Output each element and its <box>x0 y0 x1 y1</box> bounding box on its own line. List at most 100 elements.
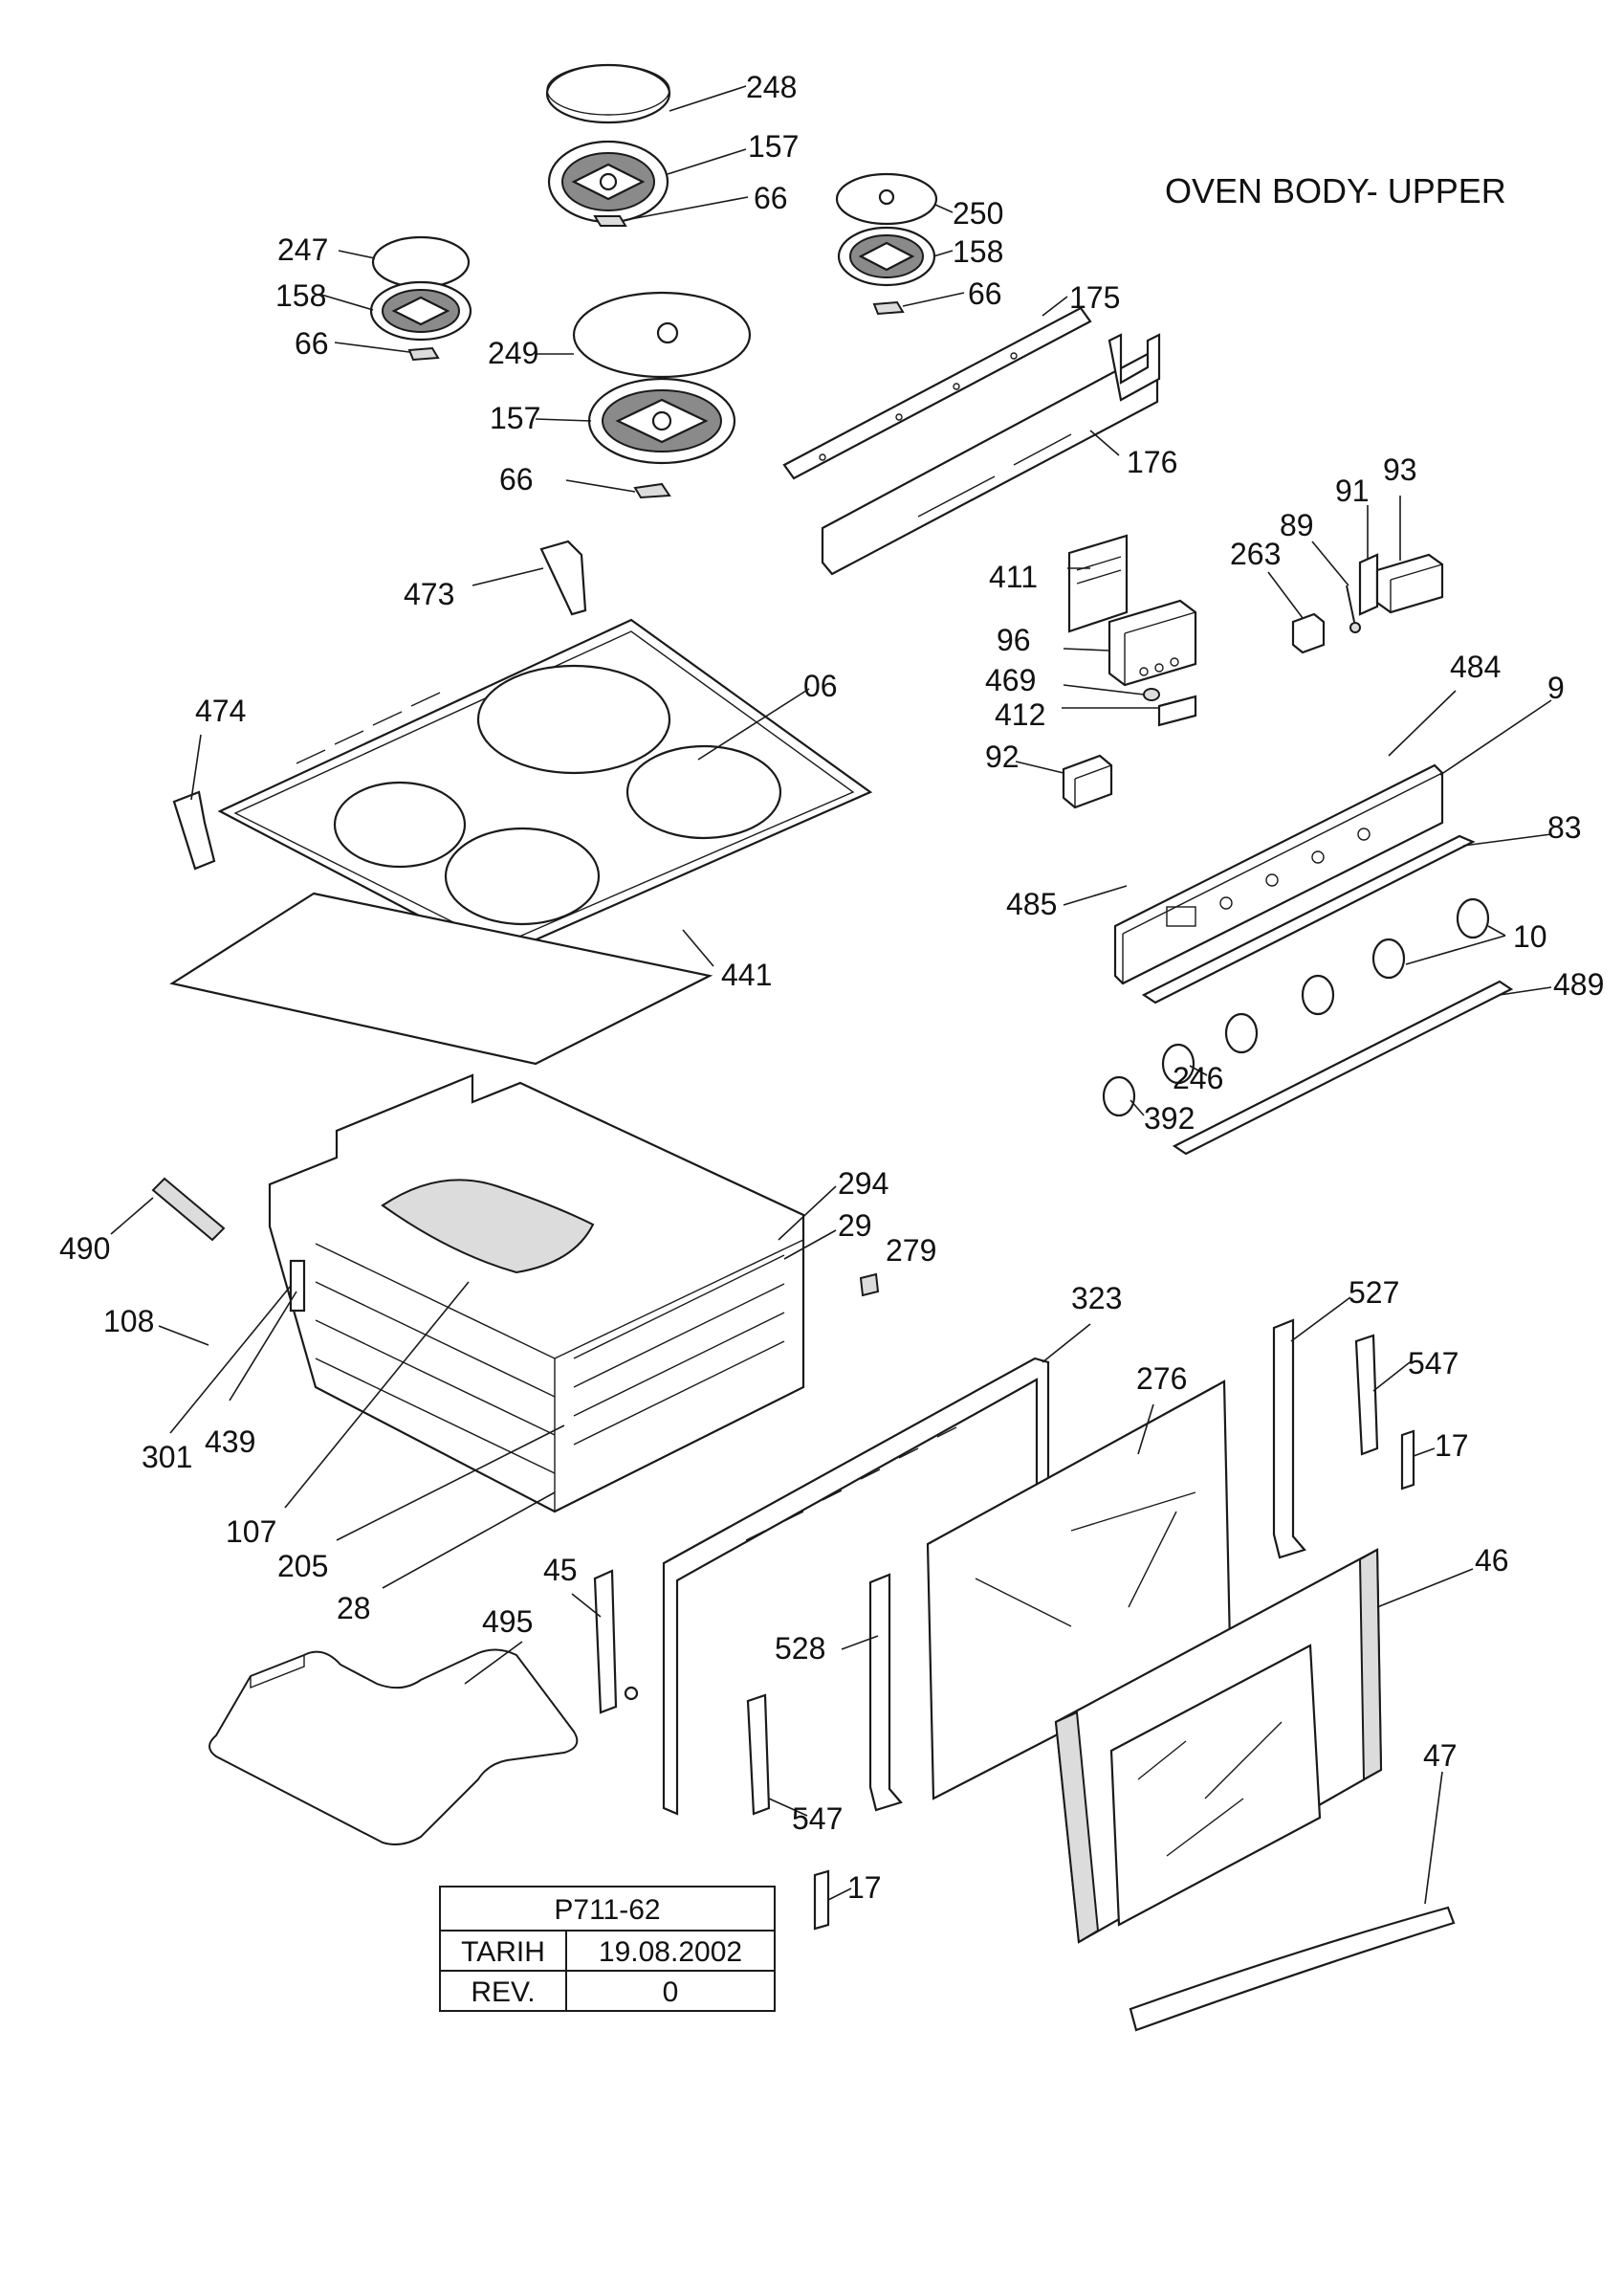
callout-17: 17 <box>847 1870 882 1905</box>
callout-66: 66 <box>754 181 788 215</box>
callout-175: 175 <box>1069 280 1120 315</box>
hotplate-250-group <box>835 172 938 316</box>
door-46 <box>1054 1548 1383 1944</box>
panel-412 <box>1157 695 1197 727</box>
hotplate-249-group <box>572 291 752 499</box>
callout-441: 441 <box>721 958 772 992</box>
callout-412: 412 <box>995 697 1045 732</box>
callout-83: 83 <box>1547 810 1582 845</box>
callout-107: 107 <box>226 1514 276 1549</box>
callout-263: 263 <box>1230 537 1281 571</box>
leader-lines <box>110 85 1552 1905</box>
title-block-date-label: TARIH <box>461 1936 545 1968</box>
timer-96 <box>1108 599 1197 687</box>
callout-06: 06 <box>803 669 838 703</box>
callout-527: 527 <box>1349 1275 1399 1310</box>
callout-89: 89 <box>1280 508 1314 542</box>
knobs-10 <box>1102 897 1490 1117</box>
callout-323: 323 <box>1071 1281 1122 1315</box>
rod-490 <box>151 1177 226 1242</box>
oven-cavity <box>268 1073 805 1513</box>
control-panel-trim-83 <box>1141 834 1476 1004</box>
callout-248: 248 <box>746 70 797 104</box>
trim-547-top <box>1354 1334 1379 1456</box>
callout-45: 45 <box>543 1553 578 1587</box>
callout-490: 490 <box>59 1231 110 1266</box>
door-handle-47 <box>1129 1906 1456 2032</box>
callout-250: 250 <box>953 196 1003 231</box>
diagram-title: OVEN BODY- UPPER <box>1165 171 1506 210</box>
oven-shelf-495 <box>208 1648 579 1845</box>
hinge-45 <box>593 1569 639 1714</box>
callout-66: 66 <box>499 462 534 497</box>
hob-top-06 <box>217 618 873 959</box>
callout-473: 473 <box>404 577 454 611</box>
callout-91: 91 <box>1335 474 1370 508</box>
callout-528: 528 <box>775 1631 825 1666</box>
callout-96: 96 <box>997 623 1031 657</box>
callout-92: 92 <box>985 740 1020 774</box>
title-block-model: P711-62 <box>554 1894 660 1926</box>
callout-29: 29 <box>838 1208 872 1243</box>
hotplate-248-group <box>545 63 671 227</box>
title-block-rev-label: REV. <box>471 1976 535 2008</box>
callout-279: 279 <box>886 1233 936 1268</box>
callout-93: 93 <box>1383 453 1417 487</box>
callout-28: 28 <box>337 1591 371 1625</box>
callout-247: 247 <box>277 232 328 267</box>
callout-66: 66 <box>295 326 329 361</box>
callout-47: 47 <box>1423 1738 1458 1773</box>
callout-276: 276 <box>1136 1361 1187 1396</box>
callout-66: 66 <box>968 276 1002 311</box>
callout-9: 9 <box>1547 671 1565 705</box>
callout-158: 158 <box>275 278 326 313</box>
callout-392: 392 <box>1144 1101 1195 1136</box>
callout-439: 439 <box>205 1424 255 1459</box>
rail-175 <box>782 306 1092 480</box>
hinge-527 <box>1272 1318 1306 1559</box>
rail-176 <box>821 333 1161 576</box>
control-panel-trim-489 <box>1172 980 1514 1156</box>
callout-17: 17 <box>1435 1428 1469 1463</box>
relay-263 <box>1291 612 1326 654</box>
callout-484: 484 <box>1450 650 1501 684</box>
callout-249: 249 <box>488 336 538 370</box>
hotplate-247-group <box>369 235 472 362</box>
callout-labels: 248 157 66 250 158 66 247 158 66 249 157… <box>59 70 1604 1905</box>
pin-89 <box>1346 585 1361 633</box>
title-block-rev-value: 0 <box>663 1976 679 2008</box>
callout-474: 474 <box>195 694 246 728</box>
trim-547-bottom <box>746 1693 771 1816</box>
callout-157: 157 <box>748 129 799 164</box>
switch-91-93 <box>1358 553 1444 616</box>
knob-cap-469 <box>1143 688 1160 701</box>
callout-547: 547 <box>792 1801 843 1836</box>
spacer-17-bottom <box>813 1869 830 1931</box>
callout-495: 495 <box>482 1604 533 1639</box>
hinge-528 <box>868 1573 903 1812</box>
control-panel-9 <box>1113 763 1444 985</box>
callout-246: 246 <box>1173 1061 1223 1095</box>
callout-489: 489 <box>1553 967 1604 1002</box>
callout-108: 108 <box>103 1304 154 1338</box>
spacer-17-top <box>1400 1429 1415 1490</box>
bracket-473 <box>539 540 587 616</box>
gasket-441 <box>169 892 713 1066</box>
title-block-date-value: 19.08.2002 <box>599 1936 742 1968</box>
callout-485: 485 <box>1006 887 1057 921</box>
callout-158: 158 <box>953 234 1003 269</box>
callout-157: 157 <box>490 401 540 435</box>
callout-301: 301 <box>142 1440 192 1474</box>
clip-279 <box>859 1272 880 1297</box>
callout-411: 411 <box>989 560 1038 594</box>
switch-92 <box>1062 754 1113 809</box>
callout-176: 176 <box>1127 445 1177 479</box>
callout-469: 469 <box>985 663 1036 697</box>
callout-547: 547 <box>1408 1346 1459 1380</box>
title-block: P711-62 TARIH 19.08.2002 REV. 0 <box>439 1886 776 2012</box>
callout-10: 10 <box>1513 919 1547 954</box>
callout-205: 205 <box>277 1549 328 1583</box>
callout-46: 46 <box>1475 1543 1509 1578</box>
callout-294: 294 <box>838 1166 888 1201</box>
bracket-411 <box>1067 534 1129 633</box>
